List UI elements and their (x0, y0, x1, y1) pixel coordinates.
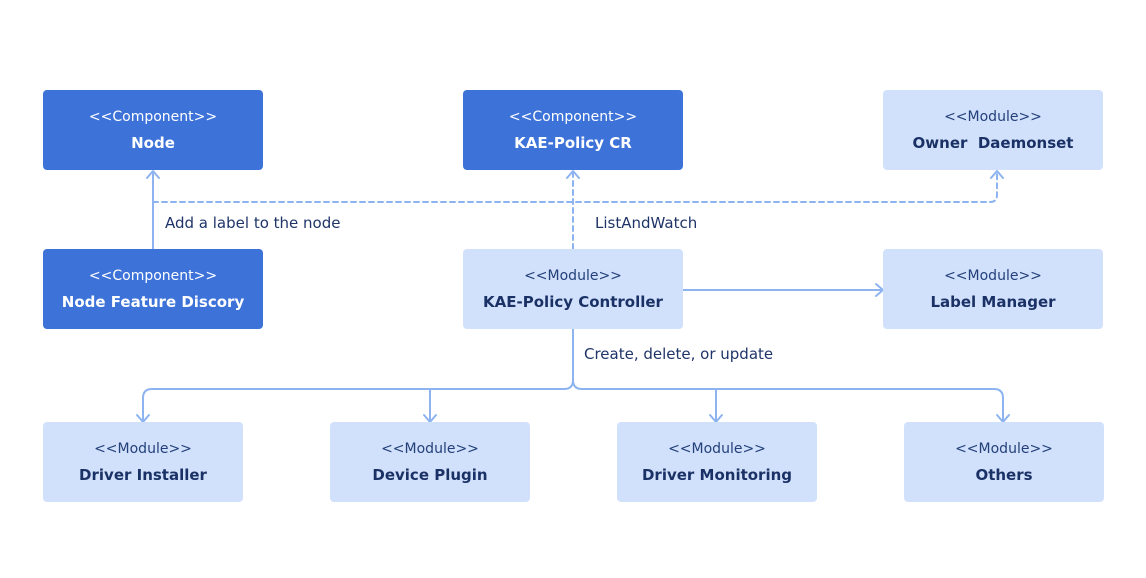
node-box: <<Component>> Node (43, 90, 263, 170)
label-manager-box: <<Module>> Label Manager (883, 249, 1103, 329)
edge-to-driver-installer (142, 379, 574, 422)
node-name: Node (131, 133, 175, 152)
node-feature-discory-box: <<Component>> Node Feature Discory (43, 249, 263, 329)
kae-policy-cr-stereotype: <<Component>> (508, 108, 638, 125)
edge-to-others (572, 379, 1004, 422)
driver-installer-stereotype: <<Module>> (94, 440, 192, 457)
driver-monitoring-stereotype: <<Module>> (668, 440, 766, 457)
kae-policy-controller-stereotype: <<Module>> (524, 267, 622, 284)
edge-to-owner-daemonset (152, 171, 998, 203)
node-feature-discory-stereotype: <<Component>> (88, 267, 218, 284)
kae-policy-controller-name: KAE-Policy Controller (483, 292, 663, 311)
driver-monitoring-name: Driver Monitoring (641, 465, 793, 484)
label-manager-name: Label Manager (930, 292, 1056, 311)
kae-policy-cr-box: <<Component>> KAE-Policy CR (463, 90, 683, 170)
kae-policy-cr-name: KAE-Policy CR (514, 133, 632, 152)
others-box: <<Module>> Others (904, 422, 1104, 502)
owner-daemonset-name: Owner Daemonset (912, 133, 1074, 152)
arrowhead-node (146, 170, 160, 179)
edge-label-add-label: Add a label to the node (165, 214, 341, 232)
device-plugin-box: <<Module>> Device Plugin (330, 422, 530, 502)
owner-daemonset-stereotype: <<Module>> (944, 108, 1042, 125)
others-stereotype: <<Module>> (955, 440, 1053, 457)
device-plugin-stereotype: <<Module>> (381, 440, 479, 457)
node-stereotype: <<Component>> (88, 108, 218, 125)
label-manager-stereotype: <<Module>> (944, 267, 1042, 284)
device-plugin-name: Device Plugin (372, 465, 488, 484)
driver-installer-name: Driver Installer (79, 465, 207, 484)
arrowhead-owner-daemonset (990, 170, 1004, 179)
edge-label-list-and-watch: ListAndWatch (595, 214, 698, 232)
arrowhead-cr (566, 170, 580, 179)
node-feature-discory-name: Node Feature Discory (61, 292, 245, 311)
others-name: Others (975, 465, 1033, 484)
driver-installer-box: <<Module>> Driver Installer (43, 422, 243, 502)
owner-daemonset-box: <<Module>> Owner Daemonset (883, 90, 1103, 170)
kae-policy-controller-box: <<Module>> KAE-Policy Controller (463, 249, 683, 329)
edge-label-create-delete-update: Create, delete, or update (584, 345, 774, 363)
driver-monitoring-box: <<Module>> Driver Monitoring (617, 422, 817, 502)
